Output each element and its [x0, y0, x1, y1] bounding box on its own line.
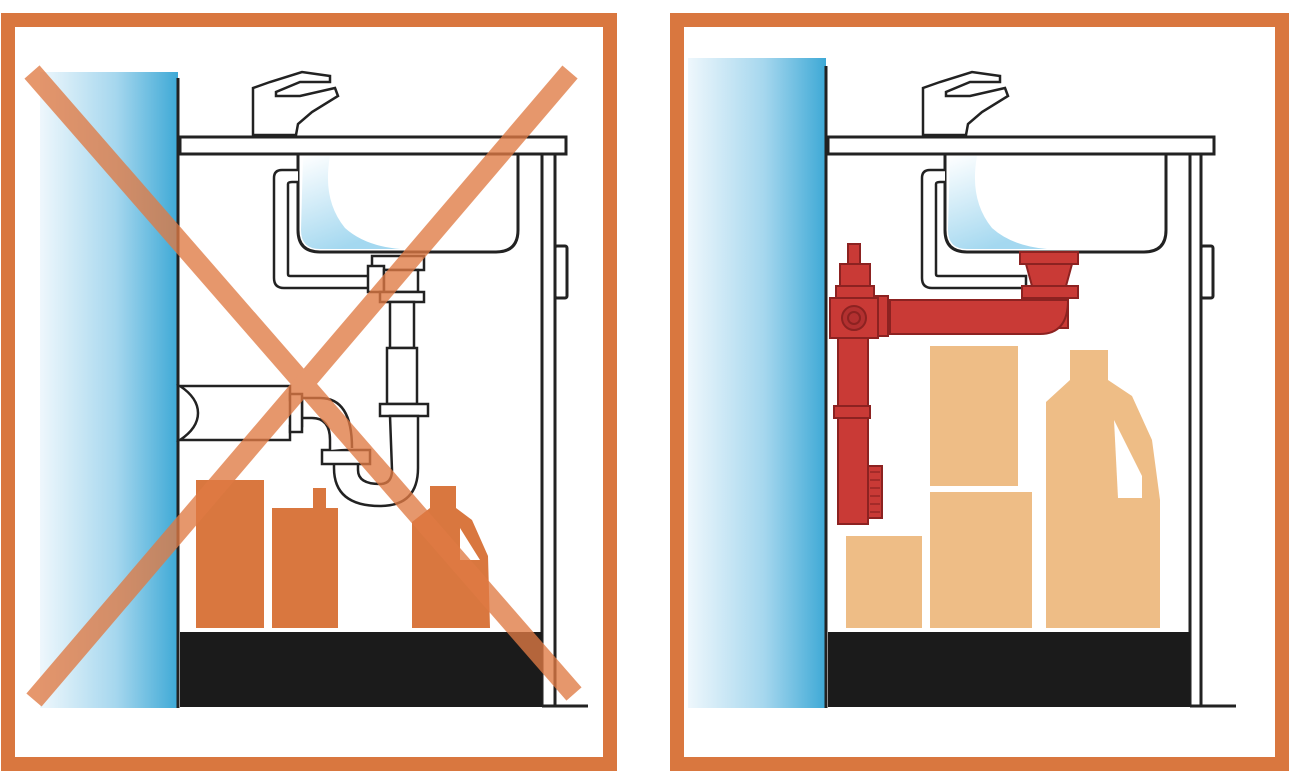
wall: [688, 58, 826, 708]
detergent-bottle: [1046, 350, 1160, 628]
bottle-medium: [272, 508, 338, 628]
cross-mark-icon: [24, 65, 582, 707]
bottle-medium-cap: [313, 488, 326, 509]
plinth: [828, 632, 1190, 707]
box-wide: [930, 492, 1032, 628]
cabinet: [176, 78, 588, 708]
panel-correct: [670, 13, 1289, 771]
sink-basin: [296, 152, 520, 254]
overflow-pipe: [920, 168, 1028, 290]
faucet-icon: [251, 70, 340, 137]
cabinet: [824, 66, 1236, 708]
space-saving-siphon: [829, 243, 1079, 525]
storage-boxes: [846, 346, 1160, 628]
plinth: [180, 632, 542, 707]
panel-frame: [1, 13, 617, 771]
panel-incorrect: [1, 13, 617, 771]
sink-basin: [943, 152, 1168, 254]
panel-frame: [670, 13, 1289, 771]
box-small: [846, 536, 922, 628]
faucet-icon: [921, 70, 1010, 137]
box-tall: [930, 346, 1018, 486]
